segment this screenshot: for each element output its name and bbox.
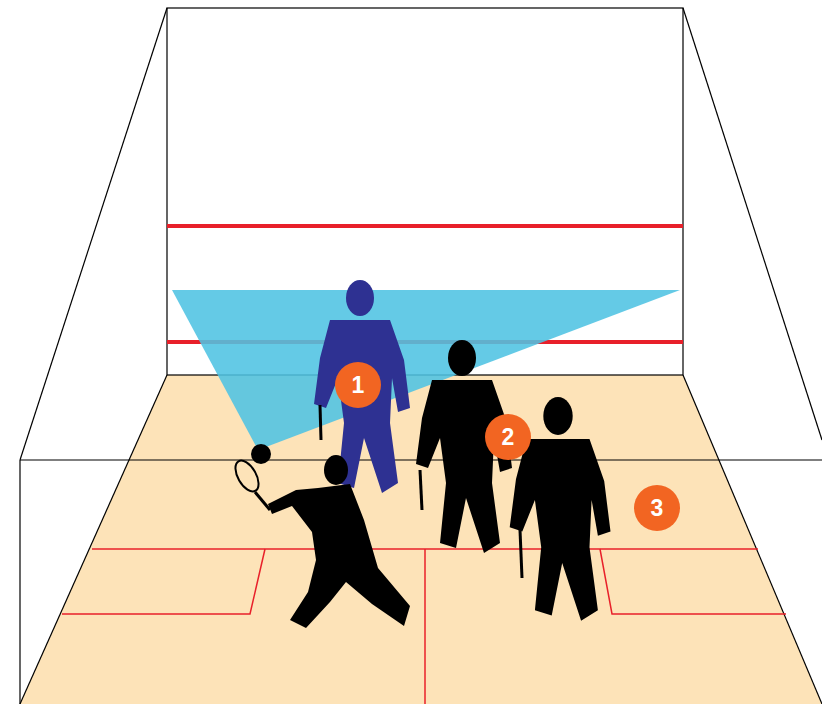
player-silhouette xyxy=(314,280,410,493)
racket xyxy=(520,530,522,578)
callout-number: 3 xyxy=(634,485,680,531)
callout-number: 2 xyxy=(485,414,531,460)
callout-number: 1 xyxy=(352,374,365,397)
court-floor xyxy=(20,375,822,704)
ball xyxy=(251,444,271,464)
court-walls xyxy=(20,8,822,704)
racket xyxy=(255,492,270,510)
racket xyxy=(320,405,321,440)
callout-number: 3 xyxy=(651,497,664,520)
racket xyxy=(420,470,422,510)
callout-number: 2 xyxy=(502,426,515,449)
hitting-player xyxy=(268,455,410,628)
callout-number: 1 xyxy=(335,362,381,408)
court-markings xyxy=(62,226,786,704)
